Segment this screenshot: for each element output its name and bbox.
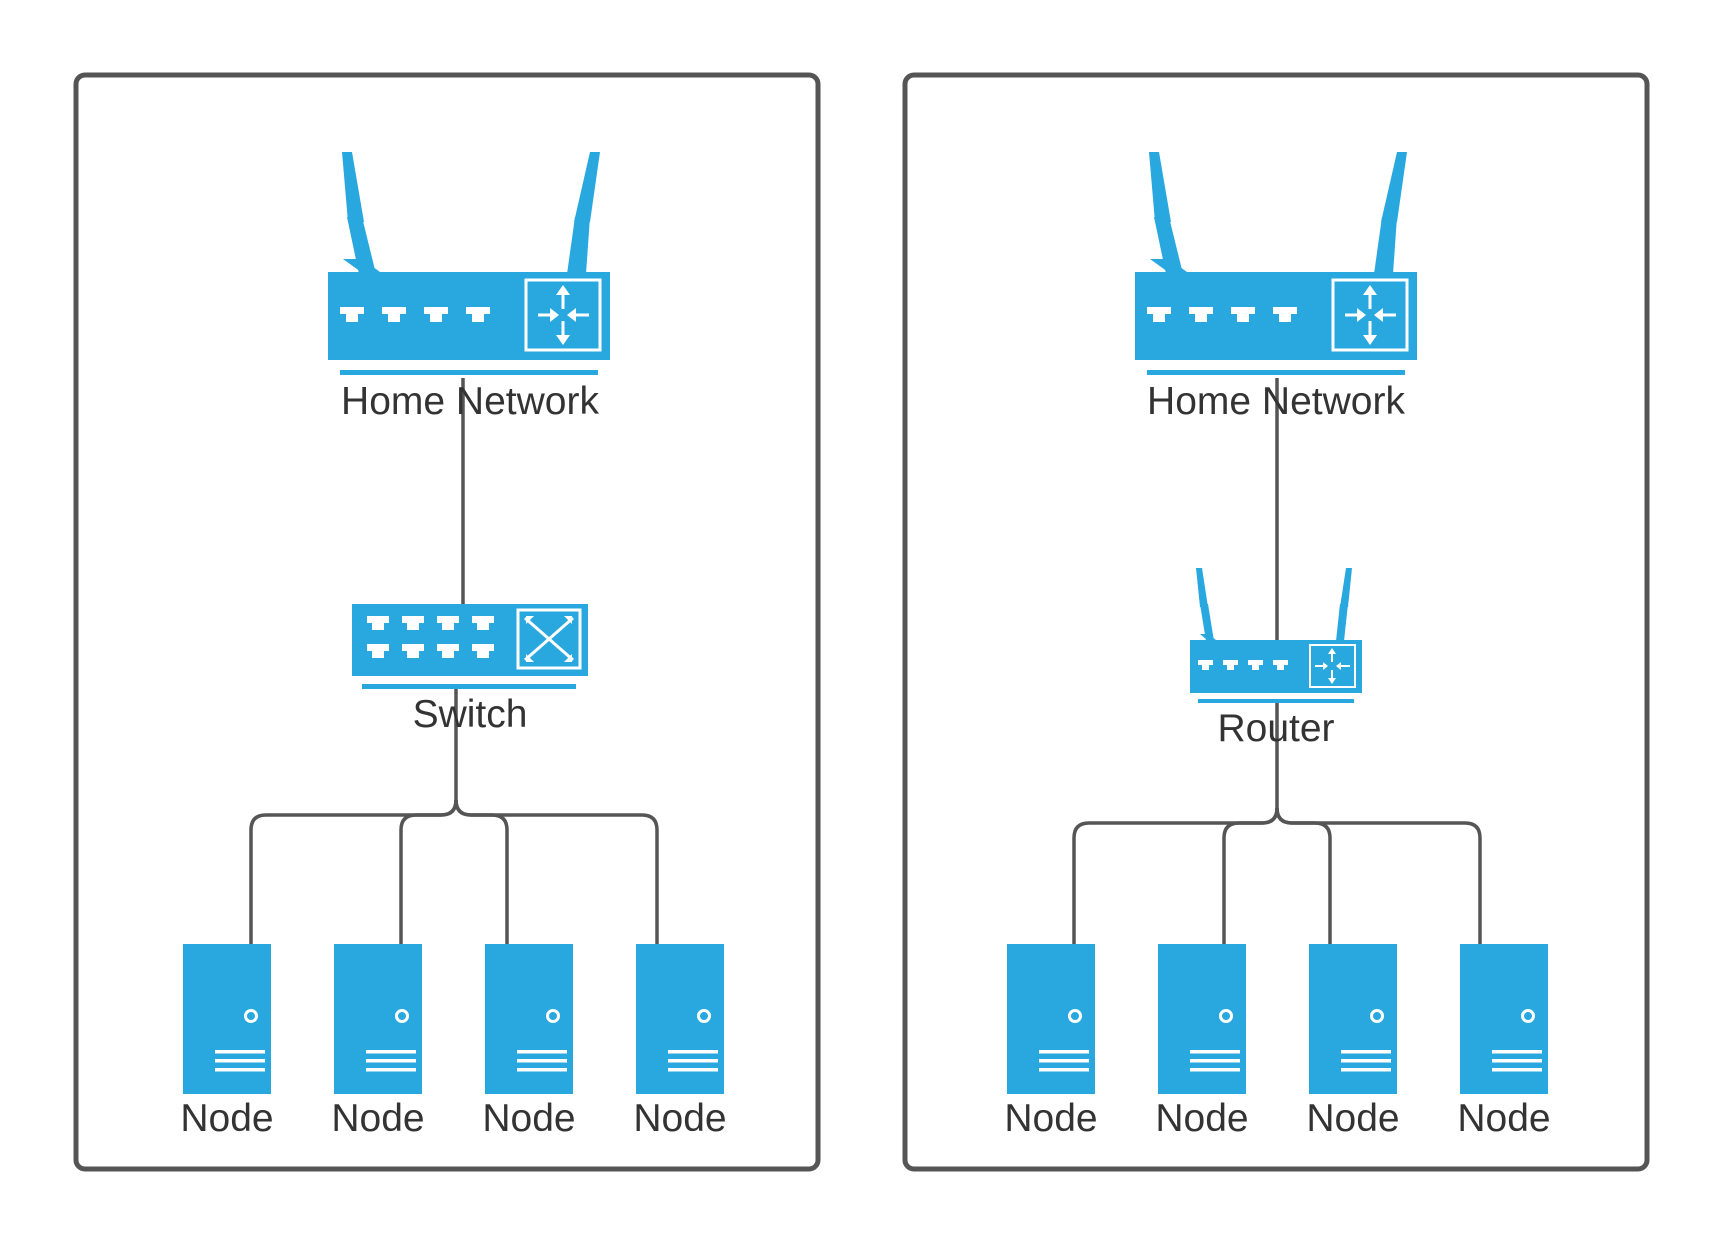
panel-border: [73, 72, 821, 1172]
node-icon: [332, 942, 424, 1096]
panel-border: [902, 72, 1650, 1172]
connection-lines: [249, 378, 659, 946]
node-icon: [1156, 942, 1248, 1096]
node-icon: [634, 942, 726, 1096]
node-label: Node: [1457, 1097, 1550, 1140]
node-label: Node: [331, 1097, 424, 1140]
gateway-label: Home Network: [1147, 380, 1405, 423]
panel-switch-topology: Home Network Switch Node Node Node Node: [73, 72, 821, 1172]
node-icon: [1005, 942, 1097, 1096]
node-label: Node: [633, 1097, 726, 1140]
node-label: Node: [1306, 1097, 1399, 1140]
middle-device-label: Router: [1217, 707, 1334, 750]
node-icon: [1307, 942, 1399, 1096]
home-network-router-icon: [1133, 150, 1419, 377]
node-icon: [181, 942, 273, 1096]
node-label: Node: [1004, 1097, 1097, 1140]
home-network-router-icon: [326, 150, 612, 377]
connection-lines: [1072, 378, 1482, 946]
switch-icon: [350, 602, 590, 691]
node-label: Node: [180, 1097, 273, 1140]
node-icon: [483, 942, 575, 1096]
node-label: Node: [482, 1097, 575, 1140]
middle-device-label: Switch: [413, 693, 528, 736]
panel-router-topology: Home Network Router Node Node Node Node: [902, 72, 1650, 1172]
gateway-label: Home Network: [341, 380, 599, 423]
node-icon: [1458, 942, 1550, 1096]
node-label: Node: [1155, 1097, 1248, 1140]
